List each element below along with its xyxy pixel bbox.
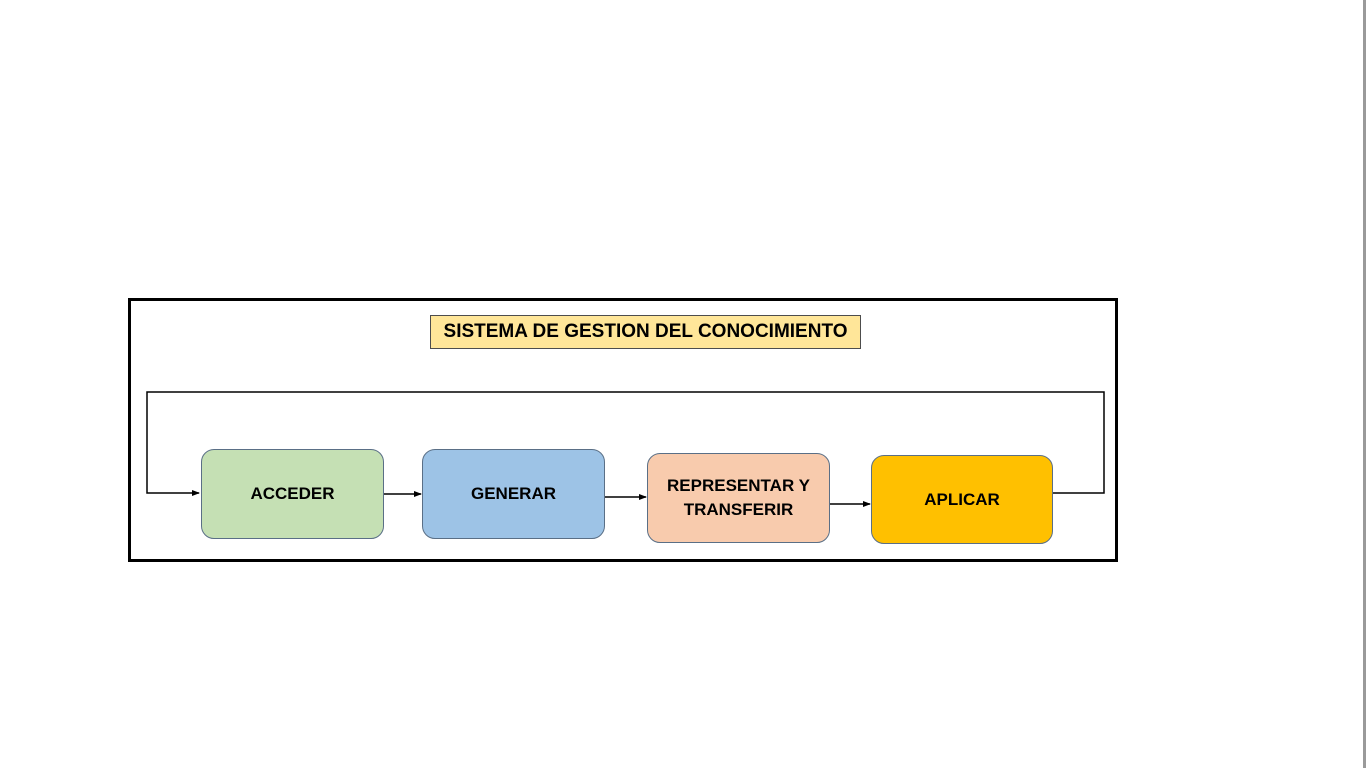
slide-edge — [1363, 0, 1366, 768]
step-generar: GENERAR — [422, 449, 605, 539]
diagram-title: SISTEMA DE GESTION DEL CONOCIMIENTO — [430, 315, 861, 349]
diagram-frame — [128, 298, 1118, 562]
feedback-loop-arrow — [146, 391, 1105, 496]
step-acceder: ACCEDER — [201, 449, 384, 539]
step-representar-transferir: REPRESENTAR Y TRANSFERIR — [647, 453, 830, 543]
step-aplicar: APLICAR — [871, 455, 1053, 544]
